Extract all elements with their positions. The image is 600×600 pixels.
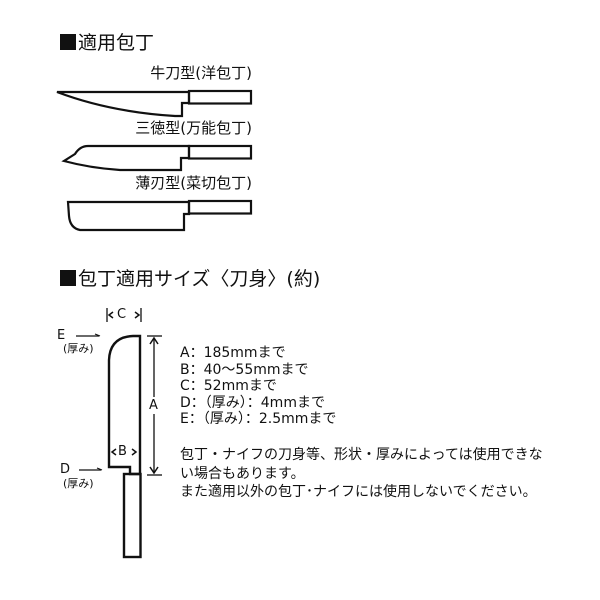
knife-label-gyuto: 牛刀型(洋包丁) <box>150 64 252 82</box>
dimension-label-e: E <box>57 328 66 343</box>
section-heading-blade-size: 包丁適用サイズ〈刀身〉(約) <box>60 268 320 290</box>
dimension-label-b: B <box>118 444 127 459</box>
dimension-label-c: C <box>117 307 127 322</box>
blade-size-diagram <box>76 308 162 559</box>
note-non-applicable: また適用以外の包丁･ナイフには使用しないでください。 <box>180 484 537 500</box>
square-bullet-icon <box>60 270 76 286</box>
spec-b: B：40〜55mmまで <box>180 361 309 378</box>
heading-text: 適用包丁 <box>78 32 155 54</box>
dimension-label-d-thickness: (厚み) <box>63 477 94 490</box>
spec-c: C：52mmまで <box>180 378 277 395</box>
knife-label-santoku: 三徳型(万能包丁) <box>135 119 252 137</box>
note-shape-thickness: 包丁・ナイフの刀身等、形状・厚みによっては使用できない場合もあります。 <box>180 447 543 482</box>
dimension-label-a: A <box>149 398 158 413</box>
dimension-label-e-thickness: (厚み) <box>63 342 94 355</box>
spec-list: A：185mmまで B：40〜55mmまで C：52mmまで D：（厚み）：4m… <box>180 345 336 428</box>
gyuto-knife-icon <box>56 89 253 118</box>
nakiri-knife-icon <box>66 199 253 232</box>
knife-label-nakiri: 薄刃型(菜切包丁) <box>135 174 252 192</box>
spec-a: A：185mmまで <box>180 345 286 361</box>
heading-text: 包丁適用サイズ〈刀身〉(約) <box>78 268 321 290</box>
section-heading-applicable-knives: 適用包丁 <box>60 32 154 54</box>
square-bullet-icon <box>60 34 76 50</box>
dimension-label-d: D <box>60 462 71 477</box>
usage-notes: 包丁・ナイフの刀身等、形状・厚みによっては使用できない場合もあります。 また適用… <box>180 446 545 502</box>
spec-e: E：（厚み）：2.5mmまで <box>180 411 337 428</box>
santoku-knife-icon <box>61 144 253 172</box>
spec-d: D：（厚み）：4mmまで <box>180 394 325 411</box>
